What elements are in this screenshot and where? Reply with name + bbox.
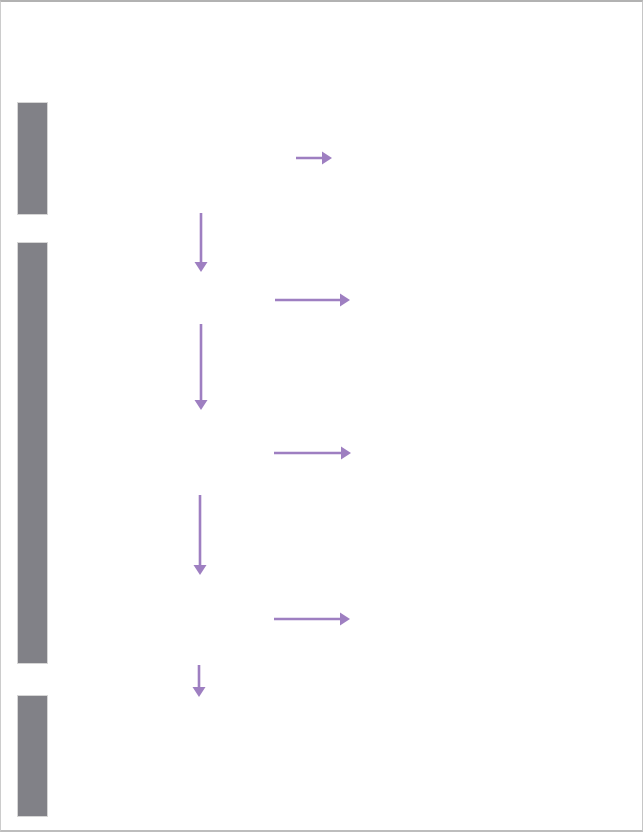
flow-arrow-down-icon bbox=[193, 495, 207, 575]
arrow-head bbox=[340, 293, 350, 307]
flow-arrow-down-icon bbox=[194, 213, 208, 272]
flow-arrow-right-icon bbox=[275, 293, 350, 307]
arrow-head bbox=[341, 446, 351, 460]
flow-arrow-right-icon bbox=[274, 612, 350, 626]
flow-arrow-right-icon bbox=[274, 446, 351, 460]
arrow-head bbox=[322, 151, 332, 165]
arrow-head bbox=[193, 565, 207, 575]
flow-arrow-right-icon bbox=[296, 151, 332, 165]
gray-sidebar-block bbox=[17, 695, 48, 817]
gray-sidebar-block bbox=[17, 102, 48, 215]
arrow-head bbox=[340, 612, 350, 626]
arrow-head bbox=[194, 262, 208, 272]
flow-arrow-down-icon bbox=[192, 665, 206, 697]
arrow-head bbox=[194, 400, 208, 410]
arrow-head bbox=[192, 687, 206, 697]
gray-sidebar-block bbox=[17, 242, 48, 664]
flow-arrow-down-icon bbox=[194, 324, 208, 410]
